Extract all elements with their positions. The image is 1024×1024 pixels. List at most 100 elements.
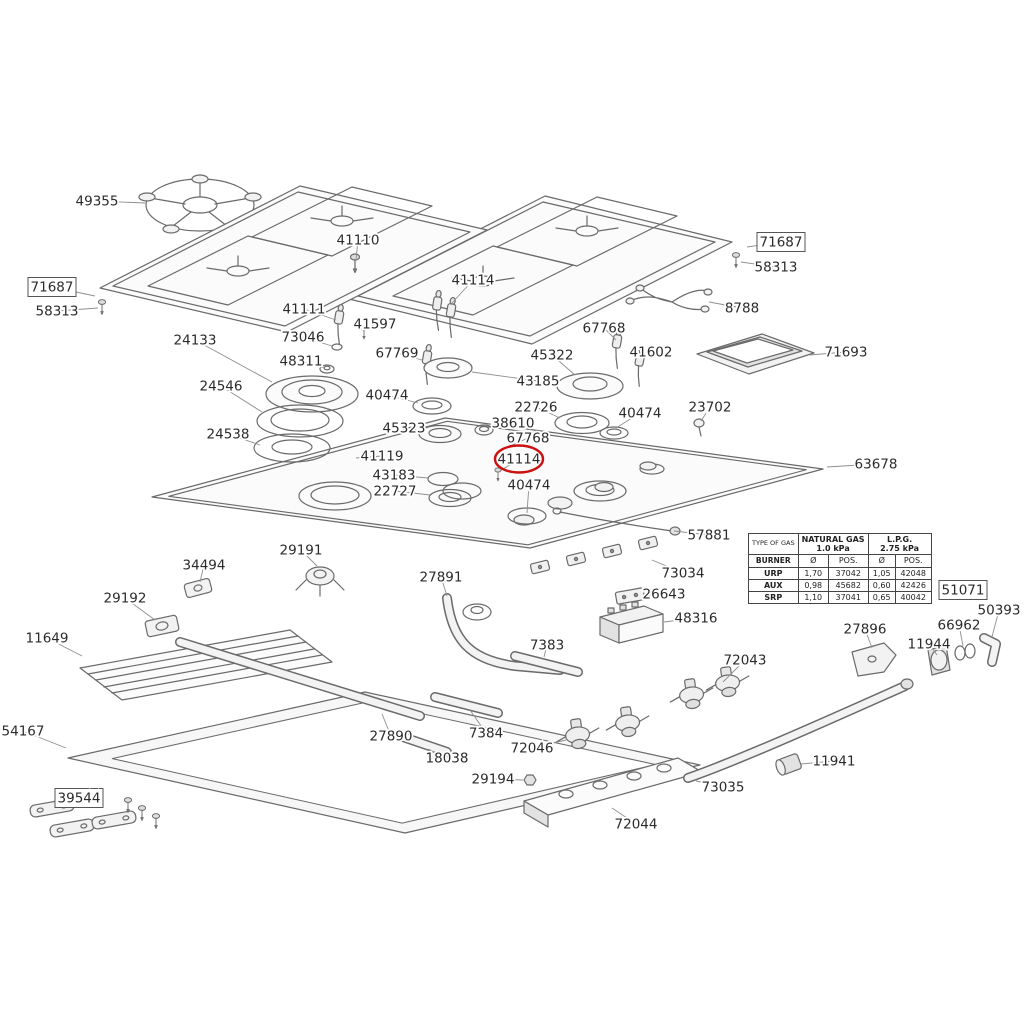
leader-line [300,549,318,567]
table-cell: 42048 [894,566,932,580]
part-label-24133: 24133 [174,333,217,349]
part-23702 [693,418,705,437]
leader-line [991,609,1000,638]
table-cell: 40042 [894,590,932,605]
part-label-41111: 41111 [283,302,326,318]
burner-name: URP [748,566,799,580]
leader-line [386,394,419,404]
label-box [756,232,806,252]
table-cell: 1,70 [797,566,829,580]
part-label-48311: 48311 [280,354,323,370]
burner-header: BURNER [748,554,799,568]
part-label-27890: 27890 [370,729,413,745]
gas-name: L.P.G. [886,535,913,544]
diagram-art [29,174,1001,838]
leader-line [124,597,156,621]
ignition-box [599,601,664,644]
leader-line [651,559,684,574]
leader-line [355,239,359,261]
table-row: URP 1,70 37042 1,05 42048 [748,566,932,580]
leader-line [403,427,426,433]
part-label-22726: 22726 [515,400,558,416]
leader-line [708,301,743,309]
table-row: AUX 0,98 45682 0,60 42426 [748,578,932,592]
part-label-45323: 45323 [383,421,426,437]
leader-line [199,564,205,583]
leader-line [695,780,724,788]
part-label-73046: 73046 [282,330,325,346]
part-label-54167: 54167 [2,724,45,740]
ring-48311 [319,364,335,374]
small-bracket [183,577,213,599]
leader-line [302,336,333,347]
part-label-58313: 58313 [755,260,798,276]
table-cell: 37041 [827,590,869,605]
burner-assembly-middle [412,357,494,508]
leader-line [864,628,873,649]
table-cell: 42426 [894,578,932,592]
gas-tap-72043-a [666,675,716,713]
leader-line [96,200,146,204]
part-label-58313: 58313 [36,304,79,320]
table-cell: 0,98 [797,578,829,592]
leader-line [526,484,530,514]
leader-line [303,308,337,321]
leader-lines [22,200,1000,825]
table-cell: 1,05 [867,566,896,580]
leader-line [543,644,548,658]
washer-73046 [331,343,343,351]
leader-line [469,709,487,734]
drip-tray [696,333,815,375]
leader-line [355,455,383,459]
leader-line [958,624,964,647]
leader-line [440,576,448,597]
part-label-39544: 39544 [58,791,101,807]
leader-line [227,433,261,446]
leader-line [603,327,617,341]
part-label-71687: 71687 [760,235,803,251]
bottom-frame [67,691,701,834]
part-label-41119: 41119 [361,449,404,465]
leader-line [673,530,710,536]
rail-bracket [144,614,180,638]
part-label-51071: 51071 [942,583,985,599]
gas-pressure: 1.0 kPa [816,544,850,554]
leader-line [427,748,448,759]
part-label-26643: 26643 [643,587,686,603]
part-label-43183: 43183 [373,468,416,484]
gas-name: NATURAL GAS [801,535,865,544]
part-label-45322: 45322 [531,348,574,364]
part-label-49355: 49355 [76,194,119,210]
leader-line [471,371,539,382]
table-cell: 0,60 [867,578,896,592]
leader-line [700,406,711,422]
inlet-pipe [683,678,914,783]
part-label-27891: 27891 [420,570,463,586]
ring-48311-inner [323,365,331,371]
leader-line [809,351,847,356]
pan-support-grid-left [99,185,488,333]
leader-line [22,730,67,749]
part-label-11941: 11941 [813,754,856,770]
leader-line [800,760,835,765]
leader-line [611,807,637,825]
part-label-29191: 29191 [280,543,323,559]
part-label-24546: 24546 [200,379,243,395]
leader-line [722,659,746,683]
leader-line [535,406,561,419]
part-label-40474: 40474 [508,478,551,494]
leader-line [663,617,697,623]
table-corner-label: TYPE OF GAS [748,532,799,556]
label-box [54,788,104,808]
label-box [938,580,988,600]
part-label-7384: 7384 [469,726,503,742]
part-label-43185: 43185 [517,374,560,390]
leader-line [642,593,665,597]
gas-tap-72046-b [602,703,652,741]
part-label-48316: 48316 [675,611,718,627]
leader-line [56,307,99,312]
part-label-40474: 40474 [366,388,409,404]
sub-header: POS. [894,554,932,568]
gas-column-natural: NATURAL GAS 1.0 kPa [797,532,869,556]
